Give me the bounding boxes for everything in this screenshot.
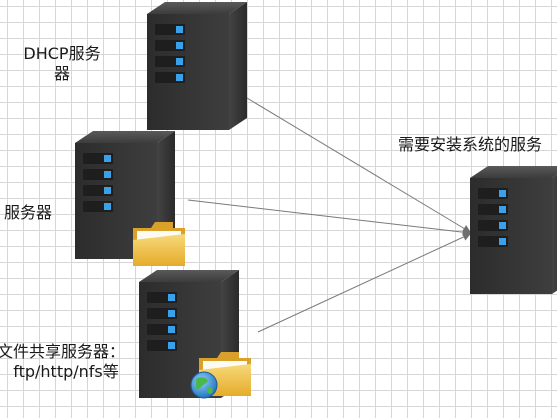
tftp-server-label: 服务器 xyxy=(4,203,53,222)
dhcp-server-icon xyxy=(147,2,247,130)
target-server-label: 需要安装系统的服务 xyxy=(398,135,543,154)
dhcp-server-label-line1: DHCP服务 xyxy=(23,44,101,63)
folder-icon xyxy=(133,222,185,266)
file-server-label-line2: ftp/http/nfs等 xyxy=(13,362,119,381)
target-server-icon xyxy=(470,166,557,294)
globe-icon xyxy=(190,371,218,399)
dhcp-server-label: DHCP服务 器 xyxy=(12,44,112,84)
edge-tftp-to-target xyxy=(187,199,471,237)
edge-file-to-target xyxy=(257,233,471,333)
file-server-label: 文件共享服务器： ftp/http/nfs等 xyxy=(0,342,136,382)
dhcp-server-label-line2: 器 xyxy=(53,64,70,83)
file-server-label-line1: 文件共享服务器： xyxy=(0,342,125,361)
